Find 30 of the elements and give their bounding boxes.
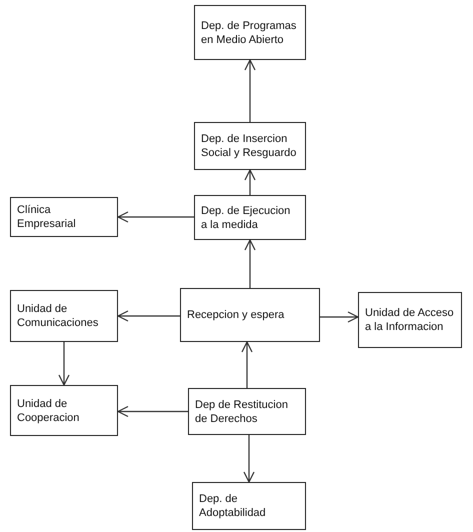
arrow bbox=[244, 169, 256, 195]
process-box bbox=[188, 388, 306, 435]
arrow bbox=[244, 59, 256, 122]
process-box bbox=[194, 122, 306, 170]
arrow bbox=[244, 239, 256, 288]
box-label: Dep de Restitucion de Derechos bbox=[195, 398, 289, 426]
box-label: Recepcion y espera bbox=[187, 308, 286, 322]
arrow bbox=[320, 311, 359, 323]
arrow bbox=[117, 211, 194, 223]
process-box bbox=[180, 288, 320, 342]
process-box bbox=[192, 482, 306, 530]
arrow bbox=[58, 342, 70, 386]
box-label: Unidad de Cooperacion bbox=[17, 396, 80, 424]
process-box bbox=[194, 5, 306, 60]
box-label: Unidad de Acceso a la Informacion bbox=[365, 306, 455, 334]
process-box bbox=[10, 290, 118, 342]
box-label: Clínica Empresarial bbox=[17, 203, 77, 231]
process-box bbox=[194, 195, 306, 240]
box-label: Dep. de Insercion Social y Resguardo bbox=[201, 132, 298, 160]
process-box bbox=[10, 197, 118, 237]
arrow bbox=[243, 435, 255, 483]
process-box bbox=[10, 385, 118, 436]
box-label: Unidad de Comunicaciones bbox=[17, 302, 100, 330]
box-label: Dep. de Adoptabilidad bbox=[199, 492, 267, 520]
arrow bbox=[117, 406, 188, 418]
box-label: Dep. de Ejecucion a la medida bbox=[201, 204, 292, 232]
box-label: Dep. de Programas en Medio Abierto bbox=[201, 18, 298, 46]
process-box bbox=[358, 292, 462, 348]
arrow bbox=[117, 310, 180, 322]
arrow bbox=[241, 341, 253, 388]
